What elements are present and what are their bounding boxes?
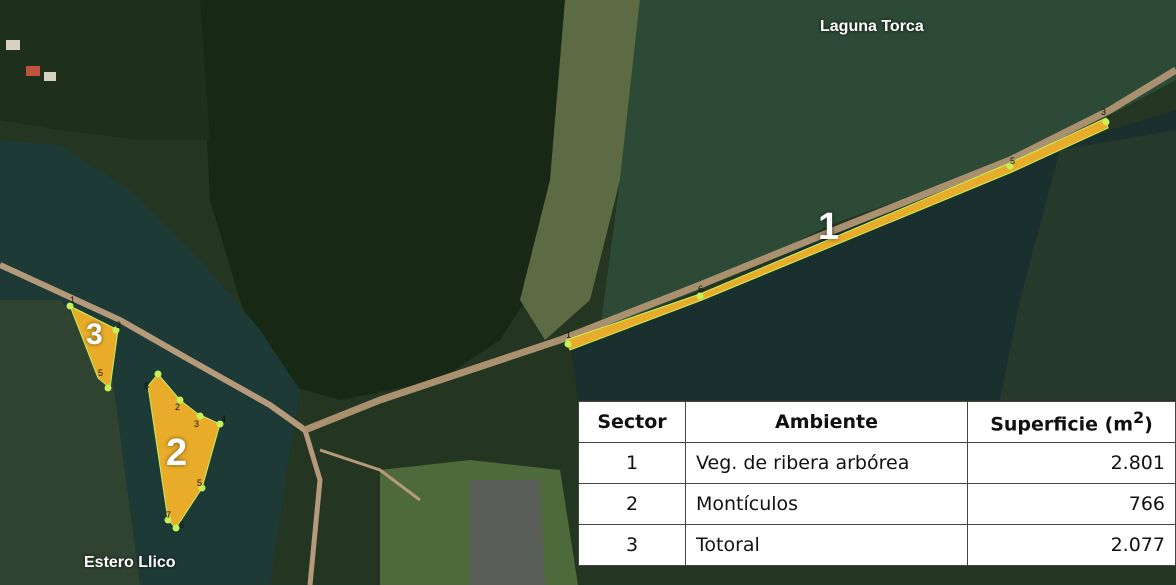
- cell-sector: 3: [578, 524, 686, 566]
- cell-ambiente: Veg. de ribera arbórea: [685, 442, 968, 484]
- vertex-label: 6: [698, 284, 703, 294]
- road: [302, 429, 323, 585]
- building: [44, 72, 56, 81]
- vertex-label: 2: [116, 320, 121, 330]
- cell-ambiente: Totoral: [685, 524, 968, 566]
- vertex-label: 1: [70, 295, 75, 305]
- sector-1-label: 1: [818, 206, 840, 248]
- vertex-label: 5: [1010, 156, 1015, 166]
- sector-1-polygon: [565, 117, 1109, 351]
- sector-1-vertices: 1 6 5 3: [564, 107, 1110, 348]
- vertex-marker: [198, 484, 206, 492]
- riparian-strip: [0, 0, 210, 140]
- vertex-label: 1: [566, 330, 571, 340]
- vertex-label: 6: [179, 520, 184, 530]
- vertex-marker: [112, 326, 120, 334]
- vertex-label: 7: [166, 510, 171, 520]
- header-superficie-sup: 2: [1133, 408, 1145, 428]
- vertex-label: 3: [1101, 107, 1106, 117]
- vertex-label: 8: [144, 381, 149, 391]
- cell-sector: 2: [578, 483, 686, 525]
- building: [26, 66, 40, 76]
- vertex-marker: [104, 384, 112, 392]
- vertex-label: 5: [197, 478, 202, 488]
- vertex-marker: [172, 524, 180, 532]
- vertex-marker: [176, 396, 184, 404]
- vertex-marker: [154, 370, 162, 378]
- cell-superficie: 2.801: [967, 442, 1176, 484]
- header-superficie: Superficie (m2): [967, 401, 1176, 443]
- sector-table: Sector Ambiente Superficie (m2) 1 Veg. d…: [578, 401, 1176, 566]
- sector-3-vertices: 1 2 5: [66, 295, 121, 392]
- cell-ambiente: Montículos: [685, 483, 968, 525]
- sector-2-label: 2: [166, 432, 188, 474]
- vertex-label: 5: [98, 368, 103, 378]
- sector-2-vertices: 8 2 3 4 5 6 7: [144, 370, 226, 532]
- paved-area: [470, 480, 545, 585]
- grass-strip: [520, 0, 640, 340]
- vertex-marker: [196, 412, 204, 420]
- vertex-label: 4: [221, 414, 226, 424]
- cell-superficie: 2.077: [967, 524, 1176, 566]
- vertex-marker: [216, 420, 224, 428]
- road: [0, 262, 307, 433]
- table-row: 2 Montículos 766: [578, 483, 1176, 525]
- vertex-label: 3: [194, 419, 199, 429]
- vertex-marker: [1102, 118, 1110, 126]
- cell-superficie: 766: [967, 483, 1176, 525]
- header-ambiente: Ambiente: [685, 401, 968, 443]
- vertex-marker: [164, 516, 172, 524]
- estero-llico-label: Estero Llico: [84, 554, 176, 571]
- header-superficie-end: ): [1144, 413, 1153, 436]
- vertex-marker: [1006, 162, 1014, 170]
- vertex-marker: [66, 302, 74, 310]
- sector-3-label: 3: [86, 318, 103, 351]
- table-header-row: Sector Ambiente Superficie (m2): [578, 401, 1176, 443]
- cell-sector: 1: [578, 442, 686, 484]
- header-sector: Sector: [578, 401, 686, 443]
- vertex-label: 2: [175, 402, 180, 412]
- laguna-torca-upper: [600, 0, 1176, 330]
- vertex-marker: [564, 340, 572, 348]
- laguna-torca-label: Laguna Torca: [820, 18, 924, 35]
- table-row: 1 Veg. de ribera arbórea 2.801: [578, 442, 1176, 484]
- header-superficie-text: Superficie (m: [990, 413, 1134, 436]
- table-row: 3 Totoral 2.077: [578, 524, 1176, 566]
- building: [6, 40, 20, 50]
- island-vegetation: [1000, 130, 1176, 400]
- vertex-marker: [696, 292, 704, 300]
- road: [319, 448, 421, 502]
- road: [303, 67, 1176, 434]
- forest-area: [200, 0, 590, 400]
